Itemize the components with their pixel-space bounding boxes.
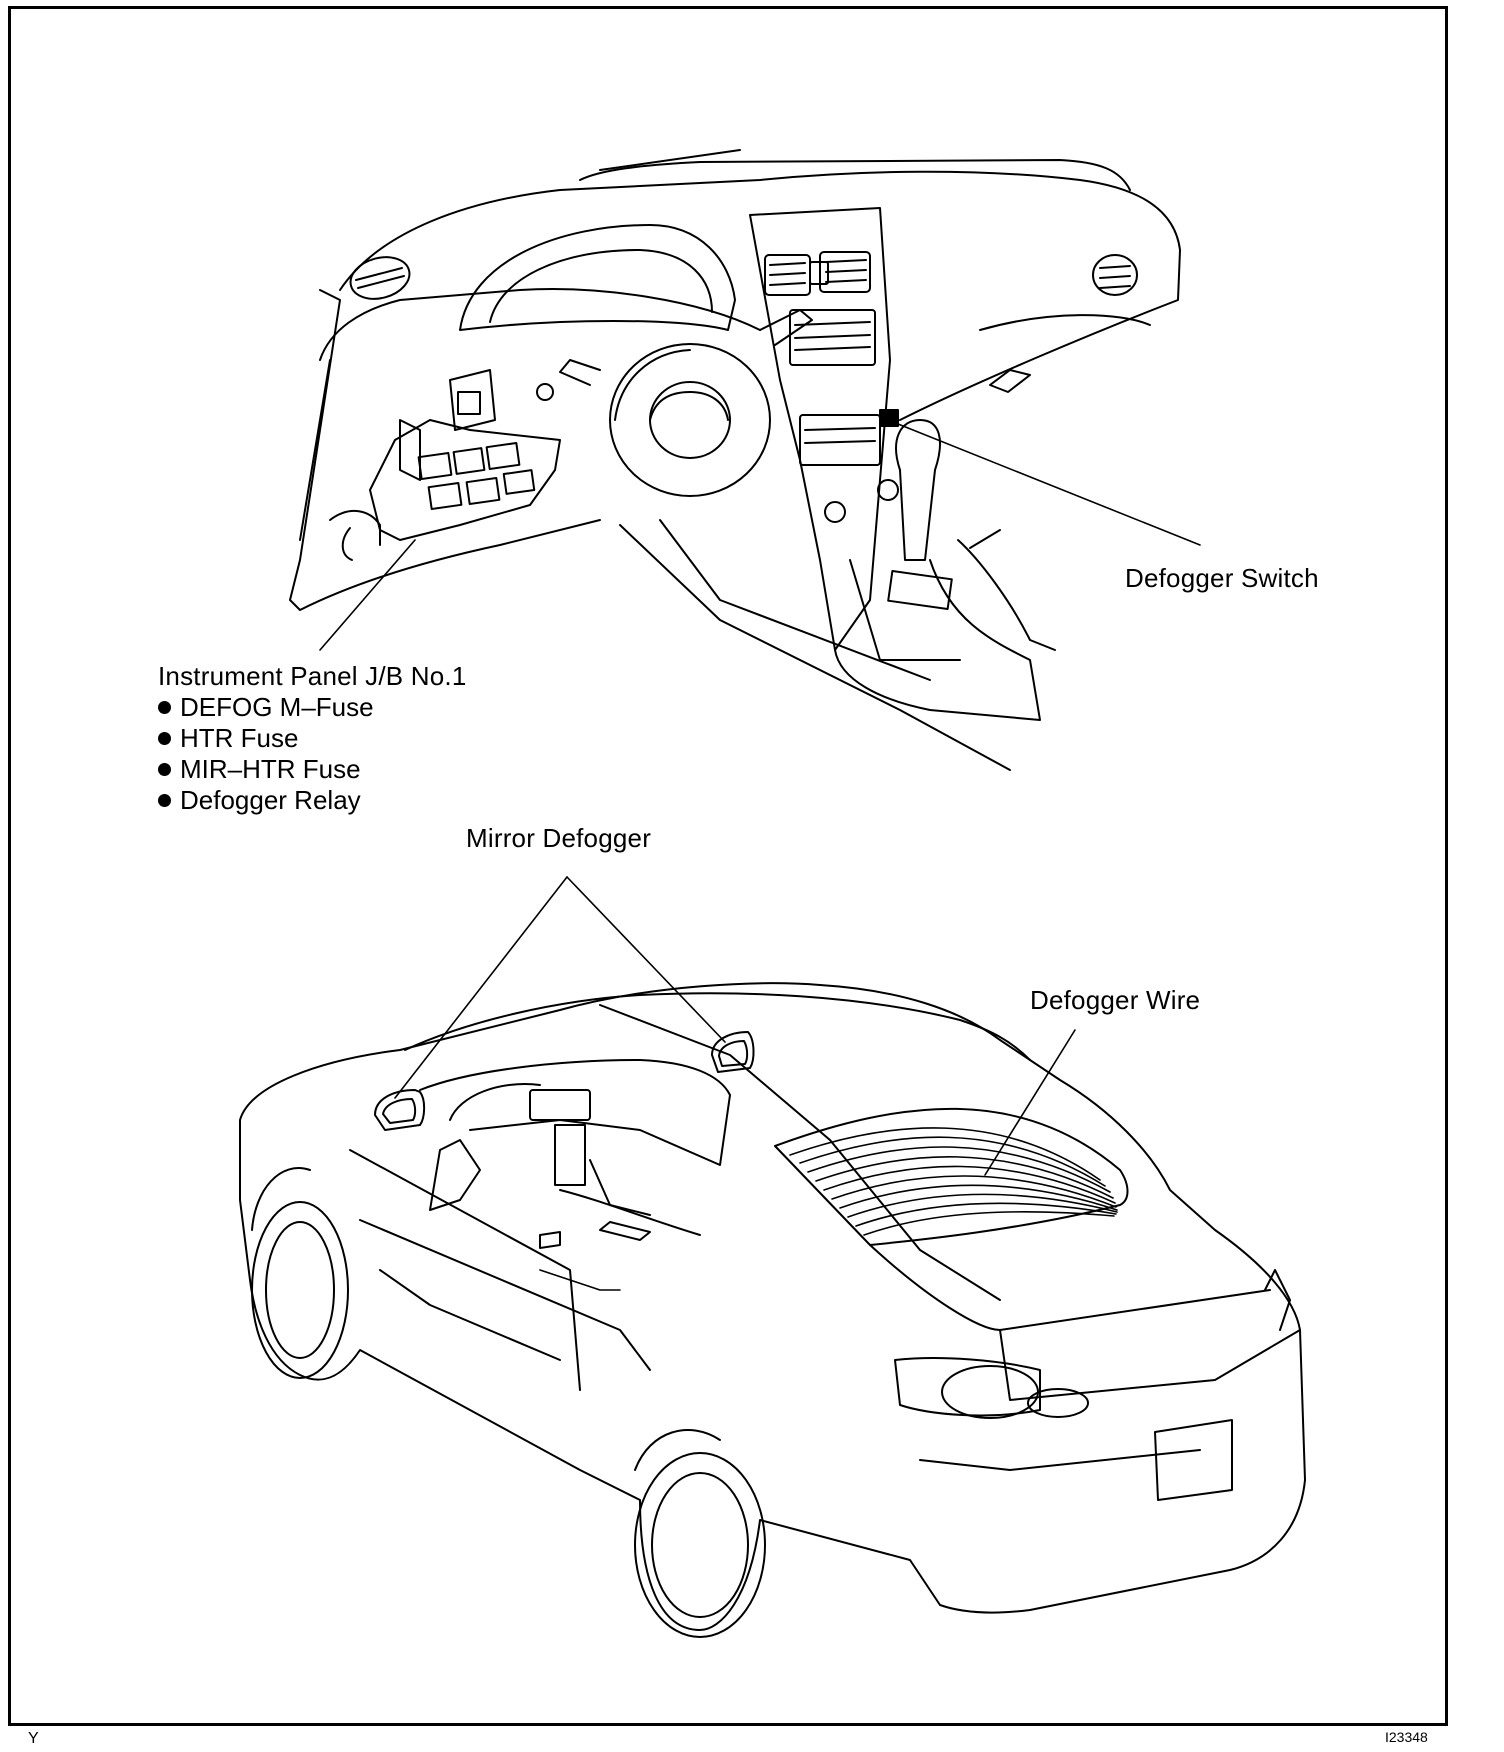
instrument-panel-drawing — [289, 149, 1201, 771]
junction-block-item: MIR–HTR Fuse — [158, 754, 374, 785]
junction-block-item-label: HTR Fuse — [180, 723, 299, 753]
defogger-switch-label: Defogger Switch — [1125, 563, 1319, 593]
corner-code: Y — [28, 1730, 39, 1747]
mirror-left-drawing — [374, 1089, 426, 1131]
diagram-frame — [8, 6, 1448, 1726]
bullet-icon — [158, 794, 171, 807]
defogger-wire-label: Defogger Wire — [1030, 985, 1201, 1015]
junction-block-item-label: DEFOG M–Fuse — [180, 692, 374, 722]
defogger-wire-lines — [789, 1127, 1118, 1236]
bullet-icon — [158, 763, 171, 776]
mirror-defogger-label: Mirror Defogger — [466, 823, 652, 853]
bullet-icon — [158, 701, 171, 714]
junction-block-item: Defogger Relay — [158, 785, 374, 816]
rear-window-drawing — [774, 1107, 1129, 1246]
junction-block-item-label: MIR–HTR Fuse — [180, 754, 361, 784]
junction-block-item: HTR Fuse — [158, 723, 374, 754]
vehicle-drawing — [239, 876, 1306, 1638]
mirror-right-drawing — [711, 1031, 755, 1073]
figure-number: I23348 — [1385, 1729, 1428, 1745]
junction-block-drawing — [369, 369, 561, 541]
junction-block-label: Instrument Panel J/B No.1 — [158, 661, 467, 691]
junction-block-contents: DEFOG M–Fuse HTR Fuse MIR–HTR Fuse Defog… — [158, 692, 374, 816]
junction-block-item-label: Defogger Relay — [180, 785, 361, 815]
bullet-icon — [158, 732, 171, 745]
junction-block-item: DEFOG M–Fuse — [158, 692, 374, 723]
